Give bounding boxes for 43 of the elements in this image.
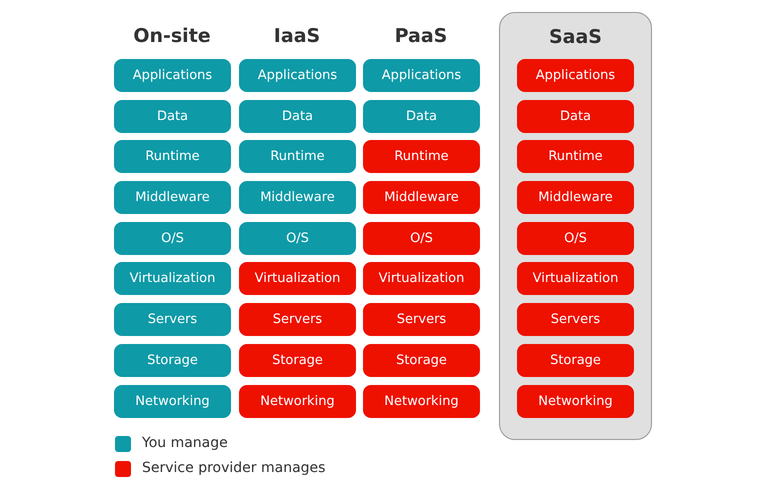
layer-box: Middleware bbox=[239, 181, 356, 214]
layer-box: Runtime bbox=[363, 140, 480, 173]
column-heading: On-site bbox=[132, 25, 212, 47]
layer-box: Virtualization bbox=[363, 262, 480, 295]
column-heading: PaaS bbox=[394, 25, 448, 47]
layer-box: Networking bbox=[517, 385, 634, 418]
layer-box: Networking bbox=[114, 385, 231, 418]
layer-box: O/S bbox=[239, 222, 356, 255]
layer-box: O/S bbox=[114, 222, 231, 255]
layer-box: Applications bbox=[363, 59, 480, 92]
layer-box: Virtualization bbox=[239, 262, 356, 295]
layer-box: Middleware bbox=[114, 181, 231, 214]
layer-box: Storage bbox=[239, 344, 356, 377]
layer-box: Runtime bbox=[114, 140, 231, 173]
layer-box: Networking bbox=[363, 385, 480, 418]
column-heading: IaaS bbox=[272, 25, 322, 47]
layer-box: Applications bbox=[114, 59, 231, 92]
layer-box: Runtime bbox=[239, 140, 356, 173]
legend-label: Service provider manages bbox=[142, 460, 326, 476]
layer-box: Applications bbox=[517, 59, 634, 92]
layer-box: O/S bbox=[517, 222, 634, 255]
layer-box: Runtime bbox=[517, 140, 634, 173]
layer-box: Data bbox=[517, 100, 634, 133]
column-heading: SaaS bbox=[548, 26, 603, 48]
layer-box: Virtualization bbox=[517, 262, 634, 295]
legend-label: You manage bbox=[142, 435, 228, 451]
layer-box: Servers bbox=[363, 303, 480, 336]
layer-box: Data bbox=[239, 100, 356, 133]
layer-box: Data bbox=[114, 100, 231, 133]
layer-box: Virtualization bbox=[114, 262, 231, 295]
layer-box: O/S bbox=[363, 222, 480, 255]
layer-box: Storage bbox=[363, 344, 480, 377]
layer-box: Servers bbox=[239, 303, 356, 336]
layer-box: Data bbox=[363, 100, 480, 133]
layer-box: Applications bbox=[239, 59, 356, 92]
layer-box: Servers bbox=[114, 303, 231, 336]
layer-box: Middleware bbox=[363, 181, 480, 214]
layer-box: Storage bbox=[517, 344, 634, 377]
layer-box: Servers bbox=[517, 303, 634, 336]
layer-box: Networking bbox=[239, 385, 356, 418]
layer-box: Middleware bbox=[517, 181, 634, 214]
layer-box: Storage bbox=[114, 344, 231, 377]
highlight-panel bbox=[499, 12, 652, 440]
